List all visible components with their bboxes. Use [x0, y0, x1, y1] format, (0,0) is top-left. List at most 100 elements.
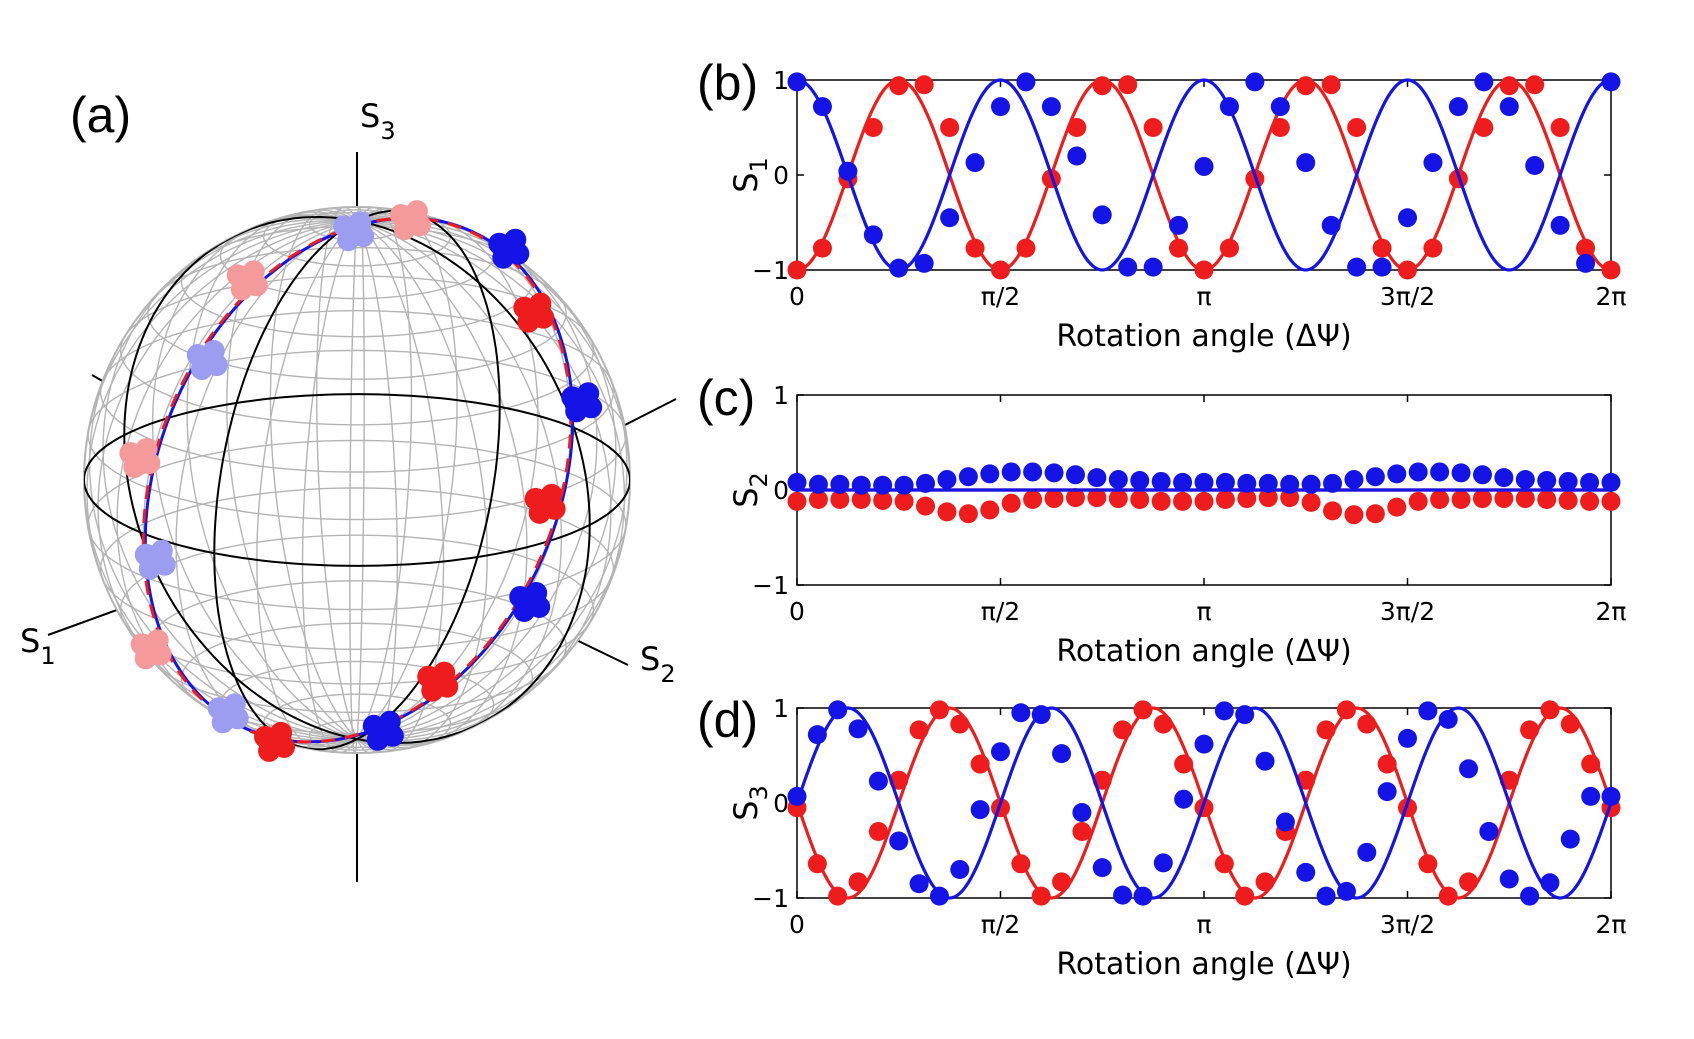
data-point-red — [1194, 260, 1214, 280]
data-point-red — [965, 238, 985, 258]
sphere-point-blue — [362, 710, 404, 751]
meridian-s1 — [123, 215, 591, 745]
x-tick-label: π/2 — [981, 282, 1020, 311]
data-point-red — [1011, 854, 1031, 874]
data-point-red — [1087, 488, 1107, 508]
data-point-blue — [787, 72, 807, 92]
fit-line-blue — [795, 706, 1613, 900]
data-point-red — [851, 490, 871, 509]
data-point-blue — [1558, 471, 1578, 491]
data-point-blue — [1194, 472, 1214, 492]
data-point-red — [1558, 490, 1578, 510]
sphere-point-red — [130, 629, 172, 670]
x-tick-label: 0 — [789, 597, 805, 626]
data-point-blue — [909, 874, 929, 894]
data-point-red — [937, 502, 957, 522]
data-point-red — [1258, 488, 1278, 508]
data-point-red — [848, 872, 868, 892]
data-point-red — [980, 500, 1000, 520]
data-point-blue — [1430, 462, 1450, 482]
data-point-blue — [1550, 215, 1570, 235]
panel-label-a: (a) — [70, 87, 131, 143]
x-tick-label: 0 — [789, 282, 805, 311]
data-point-blue — [1494, 468, 1514, 488]
data-point-blue — [1108, 470, 1128, 490]
data-point-red — [1347, 118, 1367, 137]
data-point-red — [1321, 75, 1341, 95]
data-point-red — [1052, 872, 1072, 892]
data-point-blue — [873, 475, 893, 495]
data-point-blue — [1601, 72, 1621, 92]
y-tick-label: −1 — [752, 256, 789, 285]
data-point-red — [1365, 504, 1385, 524]
sphere-point-blue — [186, 340, 228, 381]
y-tick-label: 1 — [773, 381, 789, 410]
data-point-blue — [1372, 257, 1392, 277]
data-point-red — [1113, 720, 1133, 740]
svg-text:S3: S3 — [727, 785, 773, 821]
data-point-red — [1550, 118, 1570, 137]
data-point-blue — [1451, 463, 1471, 483]
data-point-red — [863, 118, 883, 137]
sphere-point-red — [524, 483, 566, 524]
data-point-blue — [1357, 842, 1377, 862]
data-point-red — [1173, 491, 1193, 511]
data-point-red — [1323, 501, 1343, 521]
x-axis-label: Rotation angle (ΔΨ) — [1056, 634, 1351, 669]
sphere-point-red — [513, 292, 555, 333]
data-point-red — [909, 720, 929, 740]
y-axis-label: S1 — [727, 157, 773, 193]
panel-label-d: (d) — [697, 692, 758, 748]
data-point-red — [1515, 489, 1535, 509]
data-point-blue — [1537, 471, 1557, 490]
y-axis-label: S3 — [727, 785, 773, 821]
x-tick-label: π — [1196, 910, 1211, 939]
s2-axis-label: S2 — [640, 640, 676, 688]
x-tick-label: π/2 — [981, 597, 1020, 626]
data-point-blue — [1087, 468, 1107, 488]
data-point-blue — [787, 786, 807, 806]
data-point-red — [991, 260, 1010, 280]
data-point-blue — [830, 474, 850, 494]
data-point-blue — [1041, 97, 1061, 117]
data-point-red — [1438, 886, 1458, 906]
sphere-point-blue — [333, 211, 375, 252]
data-point-blue — [940, 208, 960, 228]
data-point-red — [1001, 493, 1021, 513]
data-point-blue — [1387, 464, 1407, 484]
data-point-blue — [958, 467, 978, 487]
data-point-blue — [1601, 472, 1621, 492]
x-tick-label: 2π — [1596, 282, 1627, 311]
data-point-blue — [1301, 474, 1321, 494]
data-point-red — [958, 504, 978, 524]
data-point-blue — [1479, 822, 1499, 841]
data-point-red — [1423, 238, 1443, 258]
data-point-blue — [868, 771, 888, 791]
data-point-blue — [1092, 205, 1112, 225]
data-point-blue — [1215, 472, 1235, 492]
data-point-red — [1169, 238, 1189, 258]
data-point-blue — [1255, 751, 1275, 771]
data-point-blue — [970, 800, 990, 820]
data-point-blue — [1438, 709, 1458, 729]
sphere — [83, 200, 631, 762]
data-point-blue — [1245, 72, 1265, 92]
data-point-blue — [1515, 470, 1535, 490]
data-point-red — [940, 118, 960, 137]
data-point-red — [808, 490, 828, 509]
data-point-red — [1194, 491, 1214, 511]
data-point-red — [1499, 76, 1519, 96]
y-tick-label: 0 — [773, 789, 789, 818]
data-point-blue — [808, 474, 828, 494]
sphere-point-blue — [488, 228, 530, 269]
data-point-blue — [1499, 97, 1519, 117]
data-point-red — [1357, 714, 1377, 734]
data-point-red — [1237, 489, 1257, 509]
x-tick-label: 3π/2 — [1380, 910, 1435, 939]
data-point-blue — [929, 886, 949, 906]
data-point-blue — [1580, 472, 1600, 492]
data-point-red — [1430, 490, 1450, 509]
data-point-red — [1092, 76, 1112, 96]
data-point-blue — [1581, 786, 1601, 806]
